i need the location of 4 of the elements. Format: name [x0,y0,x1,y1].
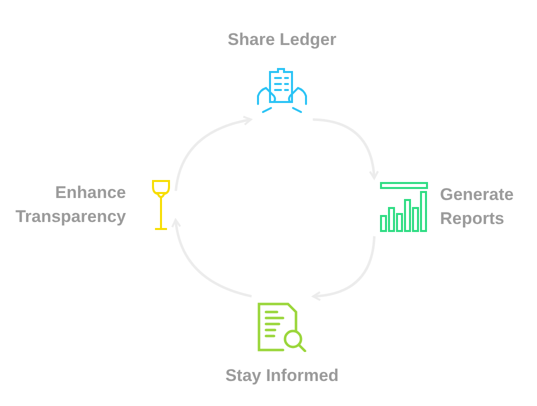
step-label: Stay Informed [224,365,340,387]
step-label: Enhance Transparency [14,182,126,228]
step-label: Share Ledger [226,29,338,51]
step-label: Generate Reports [440,184,515,230]
